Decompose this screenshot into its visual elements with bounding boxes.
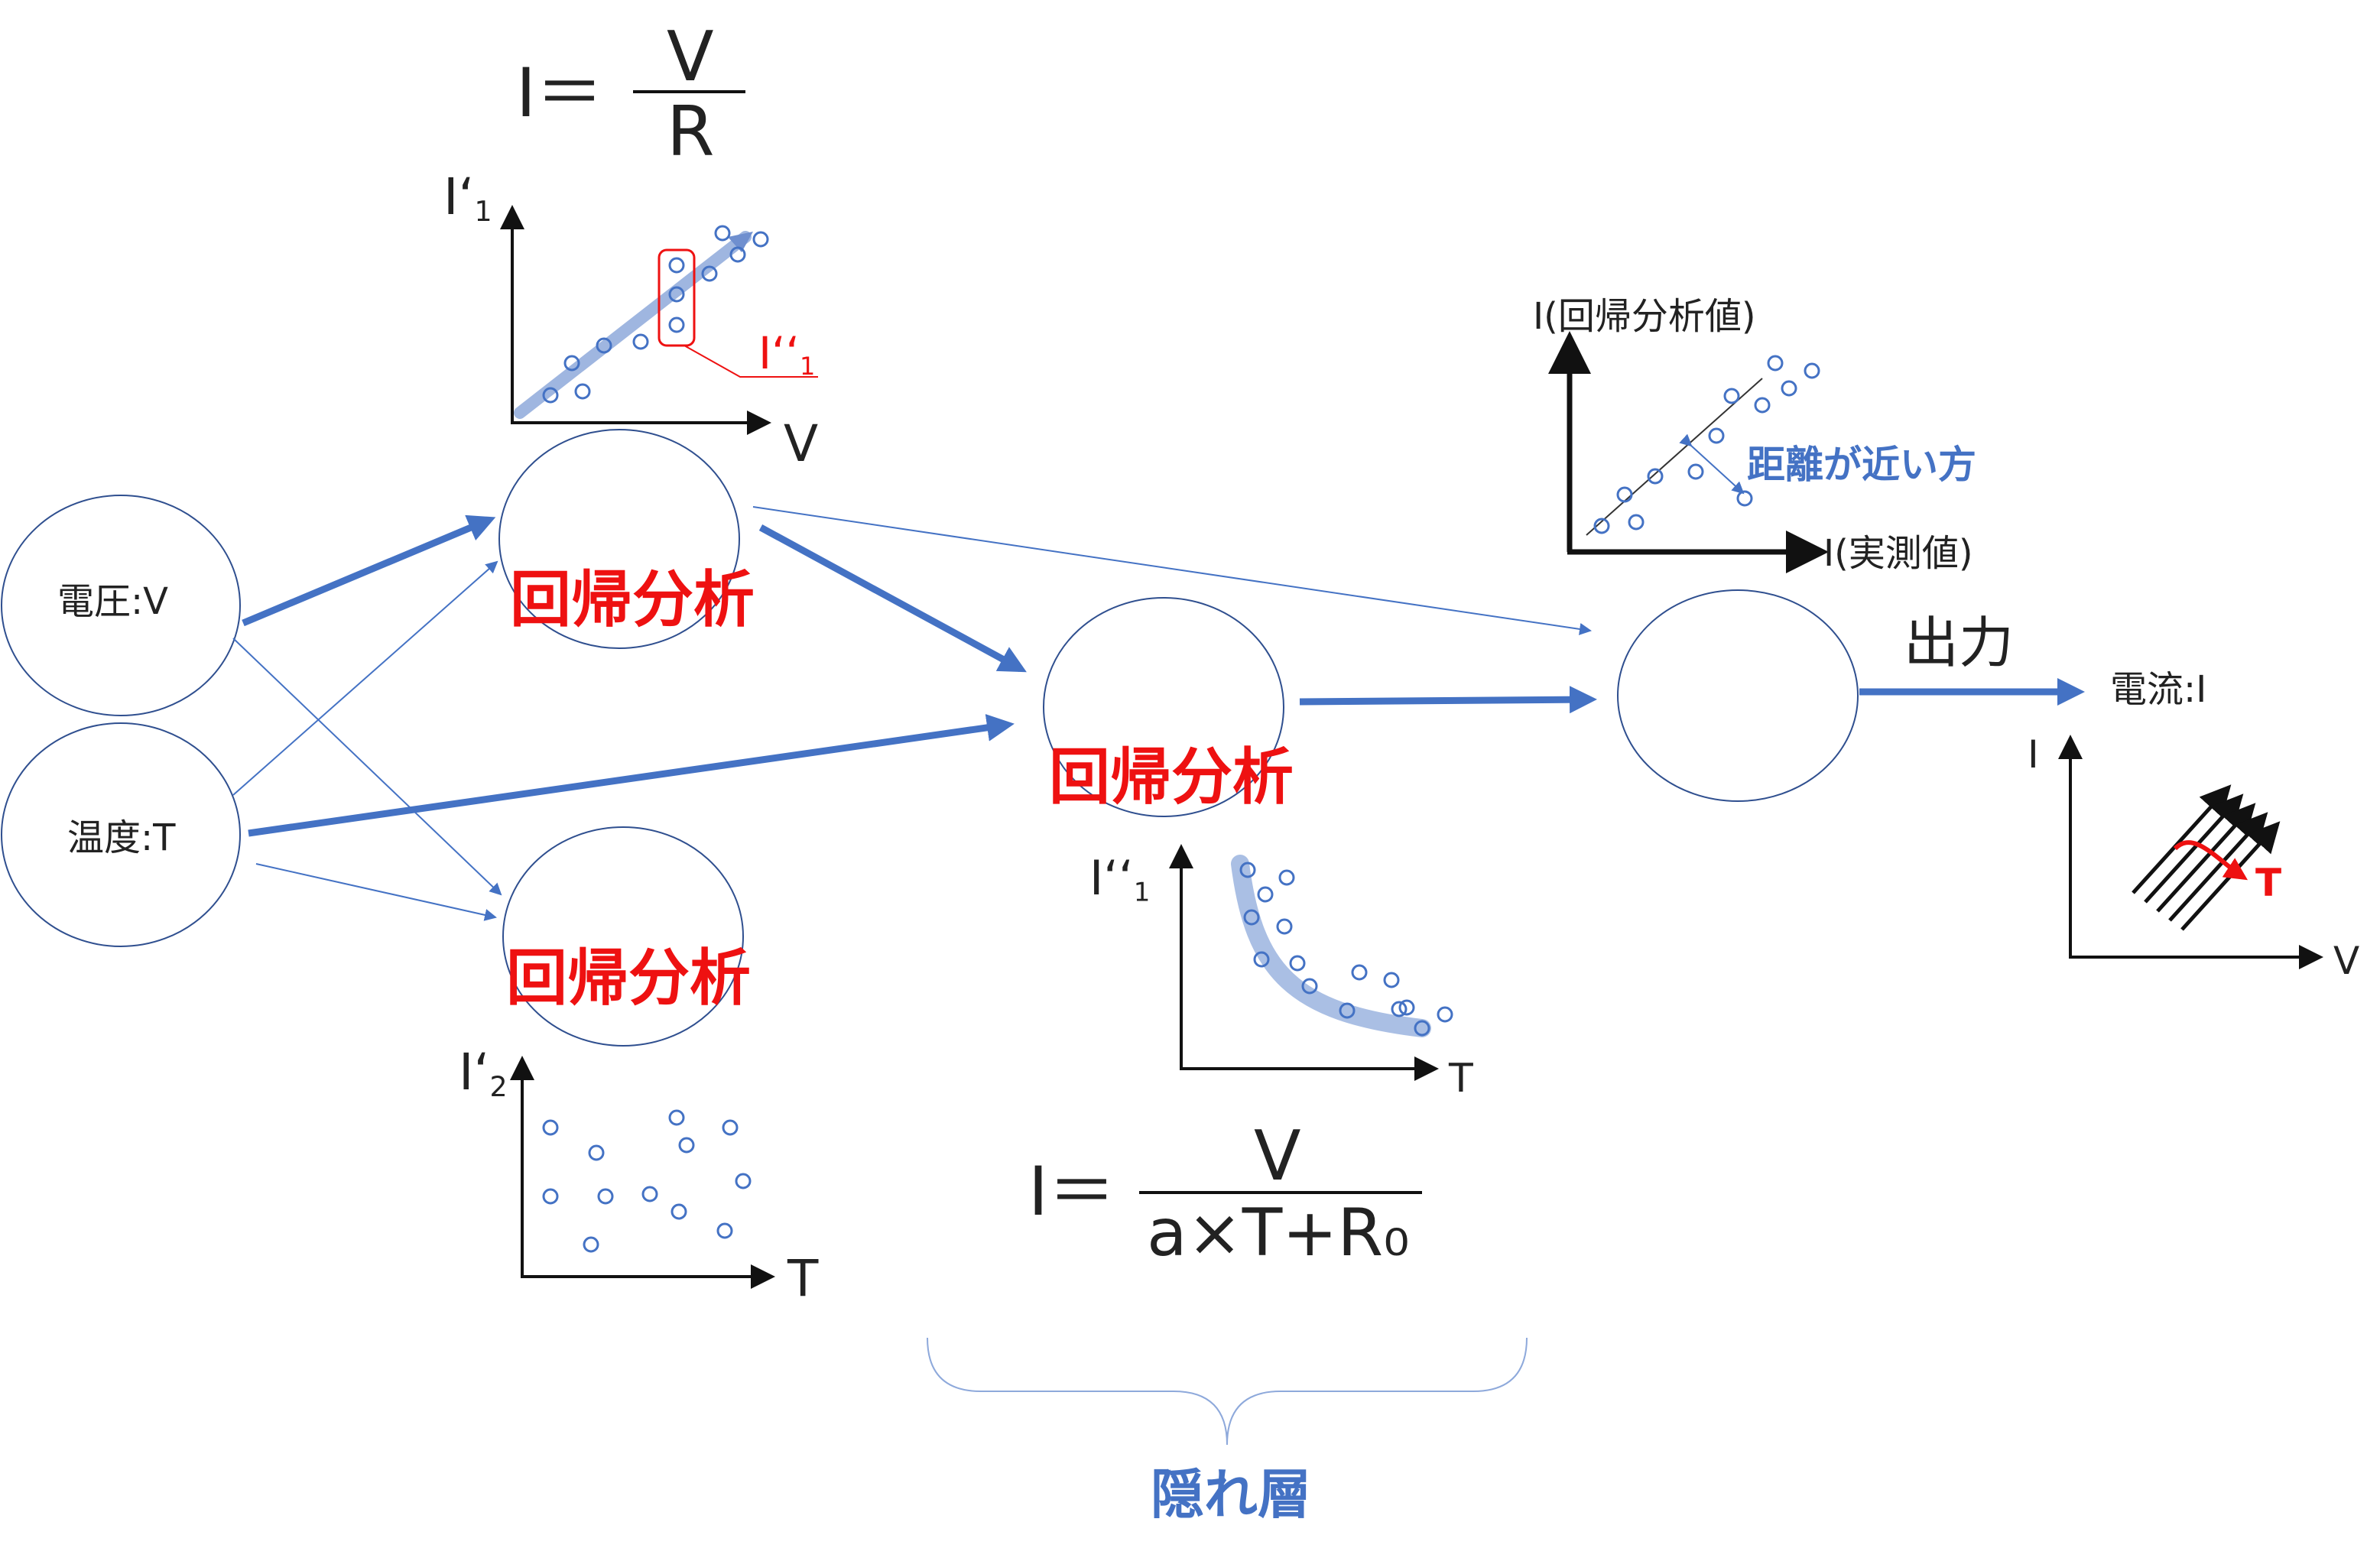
highlight-leader — [683, 345, 818, 378]
input-node-temperature — [1, 722, 241, 947]
output-label: 出力 — [1904, 611, 2015, 675]
plot-eval-ylabel: I(回帰分析値) — [1533, 295, 1756, 338]
hidden-node-3 — [1043, 597, 1284, 817]
distance-arrow — [1679, 433, 1745, 495]
formula2-numerator: V — [1254, 1116, 1301, 1196]
edge-hidden1-hidden3 — [758, 524, 1027, 673]
edge-hidden1-output — [752, 506, 1592, 635]
plot-evaluation — [1548, 331, 1829, 573]
data-points — [542, 1109, 752, 1253]
plot-ti1-xlabel: T — [1449, 1056, 1473, 1102]
data-points — [1239, 862, 1453, 1037]
regression-label-2: 回帰分析 — [506, 943, 751, 1014]
edge-voltage-hidden1 — [242, 514, 496, 627]
formula1-lhs: I＝ — [516, 54, 603, 132]
network-nodes — [1, 429, 1859, 1047]
edge-temperature-hidden2 — [255, 863, 497, 921]
plot-vi-ylabel: I‘1 — [443, 167, 492, 229]
input-label-voltage: 電圧:V — [57, 580, 169, 623]
regression-label-3: 回帰分析 — [1049, 742, 1294, 813]
trend-band — [514, 231, 752, 419]
plot-temperature-current2 — [510, 1056, 775, 1289]
temperature-direction-arc — [2173, 840, 2248, 881]
output-current-label: 電流:I — [2110, 668, 2207, 711]
trend-band — [1231, 855, 1431, 1037]
edge-voltage-hidden2 — [232, 638, 502, 896]
input-node-voltage — [1, 495, 241, 716]
plot-ti2-ylabel: I‘2 — [459, 1043, 508, 1104]
edge-temperature-hidden3 — [248, 714, 1015, 837]
network-connections — [232, 506, 2085, 921]
plot-ti2-xlabel: T — [787, 1249, 819, 1308]
plot-temperature-current1 — [1169, 844, 1453, 1081]
highlight-box — [658, 248, 696, 347]
data-points — [542, 225, 769, 404]
edge-temperature-hidden1 — [232, 560, 498, 796]
plot-eval-xlabel: I(実測値) — [1823, 532, 1973, 575]
plot-out-param: T — [2255, 861, 2282, 905]
input-label-temperature: 温度:T — [67, 816, 176, 859]
plot-output — [2058, 735, 2323, 969]
fit-line — [1586, 378, 1763, 536]
plot-vi-xlabel: V — [784, 414, 819, 473]
hidden-layer-label: 隠れ層 — [1151, 1463, 1311, 1526]
plot-eval-annotation: 距離が近い方 — [1747, 443, 1976, 487]
trend-arrowhead — [728, 232, 753, 252]
edge-hidden3-output — [1299, 686, 1597, 714]
regression-label-1: 回帰分析 — [510, 564, 755, 635]
plot-out-ylabel: I — [2028, 732, 2039, 777]
formula2-lhs: I＝ — [1028, 1152, 1115, 1231]
plot-ti1-ylabel: I‘‘1 — [1089, 850, 1151, 908]
curve-family — [2132, 784, 2281, 931]
plot-voltage-current — [500, 205, 818, 435]
hidden-node-1 — [498, 429, 740, 649]
formula2-denominator: a×T+R₀ — [1147, 1195, 1410, 1271]
formula1-denominator: R — [667, 92, 715, 172]
output-node — [1617, 589, 1859, 802]
formula1-numerator: V — [667, 17, 714, 97]
plot-vi-annotation: I‘‘1 — [758, 327, 816, 381]
hidden-node-2 — [502, 826, 744, 1047]
plot-out-xlabel: V — [2333, 939, 2360, 983]
hidden-layer-brace — [927, 1337, 1528, 1446]
